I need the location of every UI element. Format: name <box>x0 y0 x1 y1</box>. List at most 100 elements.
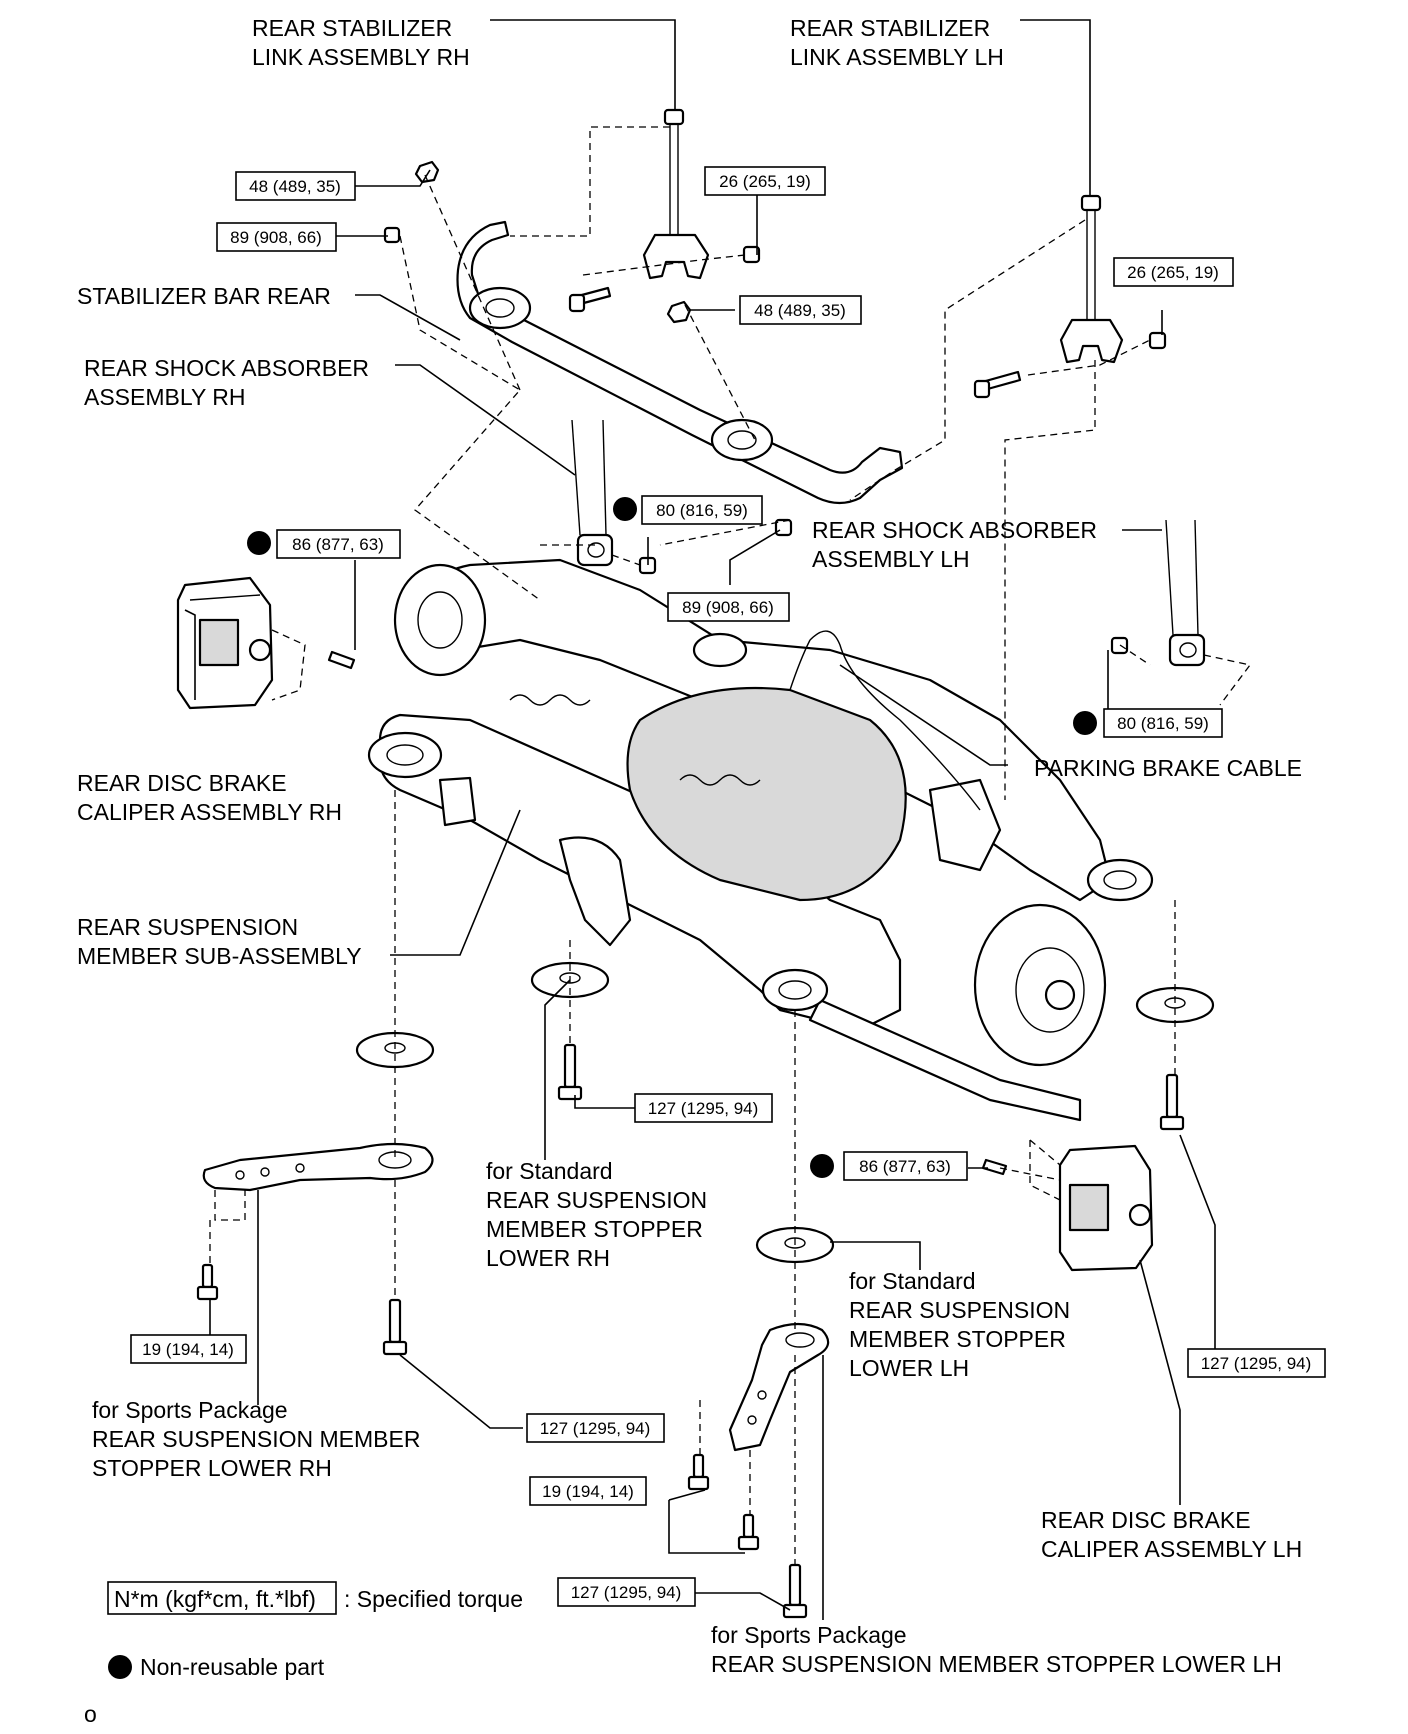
label-parking-brake-cable: PARKING BRAKE CABLE <box>1034 755 1302 781</box>
torque-callout: 89 (908, 66) <box>667 592 790 622</box>
legend-specified-torque: N*m (kgf*cm, ft.*lbf) : Specified torque <box>107 1581 523 1615</box>
part-labels: REAR STABILIZER LINK ASSEMBLY RH REAR STA… <box>77 15 1302 1677</box>
leader-lines <box>184 19 1216 1620</box>
torque-callout: 48 (489, 35) <box>235 171 356 201</box>
label-line: REAR DISC BRAKE <box>1041 1507 1251 1533</box>
svg-text:80 (816, 59): 80 (816, 59) <box>656 501 748 520</box>
label-stabilizer-bar-rear: STABILIZER BAR REAR <box>77 283 331 309</box>
stabilizer-link-rh-part <box>642 108 710 280</box>
label-line: ASSEMBLY LH <box>812 546 970 572</box>
torque-callouts: 48 (489, 35) 89 (908, 66) 26 (265, 19) 4… <box>130 166 1326 1607</box>
label-line: LOWER RH <box>486 1245 610 1271</box>
label-line: CALIPER ASSEMBLY LH <box>1041 1536 1302 1562</box>
torque-callout: 127 (1295, 94) <box>1187 1348 1326 1378</box>
label-line: REAR SUSPENSION MEMBER <box>92 1426 420 1452</box>
label-line: REAR DISC BRAKE <box>77 770 287 796</box>
label-line: REAR SHOCK ABSORBER <box>84 355 369 381</box>
svg-text:127 (1295, 94): 127 (1295, 94) <box>648 1099 759 1118</box>
stabilizer-bar-rear-part <box>456 220 904 505</box>
shock-absorber-rh-part <box>571 419 614 567</box>
label-line: for Sports Package <box>711 1622 907 1648</box>
label-line: REAR SUSPENSION MEMBER STOPPER LOWER LH <box>711 1651 1282 1677</box>
suspension-member-part <box>367 558 1154 1122</box>
torque-callout: 26 (265, 19) <box>704 166 826 196</box>
label-line: CALIPER ASSEMBLY RH <box>77 799 342 825</box>
svg-text:80 (816, 59): 80 (816, 59) <box>1117 714 1209 733</box>
svg-text:26 (265, 19): 26 (265, 19) <box>719 172 811 191</box>
torque-callout: 127 (1295, 94) <box>634 1093 773 1123</box>
label-line: STABILIZER BAR REAR <box>77 283 331 309</box>
svg-text:127 (1295, 94): 127 (1295, 94) <box>1201 1354 1312 1373</box>
torque-callout: 89 (908, 66) <box>216 222 337 252</box>
nonreusable-marker <box>108 1655 132 1679</box>
torque-callout: 127 (1295, 94) <box>526 1413 665 1443</box>
label-stabilizer-link-lh: REAR STABILIZER LINK ASSEMBLY LH <box>790 15 1004 70</box>
label-line: ASSEMBLY RH <box>84 384 245 410</box>
label-line: LOWER LH <box>849 1355 969 1381</box>
label-line: for Standard <box>849 1268 976 1294</box>
legend-non-reusable: Non-reusable part <box>108 1654 325 1680</box>
svg-text:127 (1295, 94): 127 (1295, 94) <box>540 1419 651 1438</box>
torque-callout: 19 (194, 14) <box>529 1476 647 1506</box>
label-stabilizer-link-rh: REAR STABILIZER LINK ASSEMBLY RH <box>252 15 470 70</box>
svg-text:26 (265, 19): 26 (265, 19) <box>1127 263 1219 282</box>
svg-text:86 (877, 63): 86 (877, 63) <box>859 1157 951 1176</box>
torque-callout-nonreusable: 86 (877, 63) <box>810 1151 968 1181</box>
label-line: LINK ASSEMBLY LH <box>790 44 1004 70</box>
label-line: STOPPER LOWER RH <box>92 1455 332 1481</box>
legend-torque-box-text: N*m (kgf*cm, ft.*lbf) <box>114 1586 316 1612</box>
parts-illustration <box>176 108 1215 1619</box>
torque-callout: 127 (1295, 94) <box>557 1577 696 1607</box>
hub-rh-part <box>393 563 487 677</box>
label-line: REAR STABILIZER <box>252 15 452 41</box>
stopper-sports-rh-part <box>202 1142 434 1192</box>
torque-callout: 48 (489, 35) <box>739 295 862 325</box>
nonreusable-marker <box>613 497 637 521</box>
label-shock-absorber-lh: REAR SHOCK ABSORBER ASSEMBLY LH <box>812 517 1097 572</box>
torque-callout-nonreusable: 80 (816, 59) <box>613 495 763 525</box>
nonreusable-marker <box>810 1154 834 1178</box>
svg-text:48 (489, 35): 48 (489, 35) <box>754 301 846 320</box>
torque-callout: 19 (194, 14) <box>130 1334 247 1364</box>
label-line: REAR STABILIZER <box>790 15 990 41</box>
svg-text:19 (194, 14): 19 (194, 14) <box>142 1340 234 1359</box>
torque-callout-nonreusable: 86 (877, 63) <box>247 529 401 559</box>
legend: N*m (kgf*cm, ft.*lbf) : Specified torque… <box>107 1581 523 1680</box>
label-line: LINK ASSEMBLY RH <box>252 44 470 70</box>
label-line: REAR SUSPENSION <box>77 914 298 940</box>
svg-text:48 (489, 35): 48 (489, 35) <box>249 177 341 196</box>
label-line: REAR SUSPENSION <box>486 1187 707 1213</box>
nonreusable-marker <box>247 531 271 555</box>
hub-lh-part <box>973 903 1107 1067</box>
shock-absorber-lh-part <box>1165 519 1206 667</box>
label-line: for Standard <box>486 1158 613 1184</box>
caliper-lh-part <box>1058 1144 1154 1272</box>
svg-text:127 (1295, 94): 127 (1295, 94) <box>571 1583 682 1602</box>
legend-nonreusable-text: Non-reusable part <box>140 1654 325 1680</box>
label-suspension-member-sub-assembly: REAR SUSPENSION MEMBER SUB-ASSEMBLY <box>77 914 362 969</box>
svg-text:86 (877, 63): 86 (877, 63) <box>292 535 384 554</box>
label-line: MEMBER STOPPER <box>849 1326 1066 1352</box>
stabilizer-link-lh-part <box>1059 194 1124 364</box>
svg-text:89 (908, 66): 89 (908, 66) <box>230 228 322 247</box>
label-line: REAR SHOCK ABSORBER <box>812 517 1097 543</box>
stopper-sports-lh-part <box>728 1322 830 1452</box>
label-line: REAR SUSPENSION <box>849 1297 1070 1323</box>
label-caliper-lh: REAR DISC BRAKE CALIPER ASSEMBLY LH <box>1041 1507 1302 1562</box>
caliper-rh-part <box>176 576 274 710</box>
svg-text:19 (194, 14): 19 (194, 14) <box>542 1482 634 1501</box>
torque-callout-nonreusable: 80 (816, 59) <box>1073 708 1223 738</box>
svg-text:89 (908, 66): 89 (908, 66) <box>682 598 774 617</box>
label-line: PARKING BRAKE CABLE <box>1034 755 1302 781</box>
torque-callout: 26 (265, 19) <box>1113 257 1234 287</box>
label-line: MEMBER STOPPER <box>486 1216 703 1242</box>
label-line: for Sports Package <box>92 1397 288 1423</box>
label-line: MEMBER SUB-ASSEMBLY <box>77 943 362 969</box>
assembly-guide-lines <box>209 126 1252 1565</box>
nonreusable-marker <box>1073 711 1097 735</box>
